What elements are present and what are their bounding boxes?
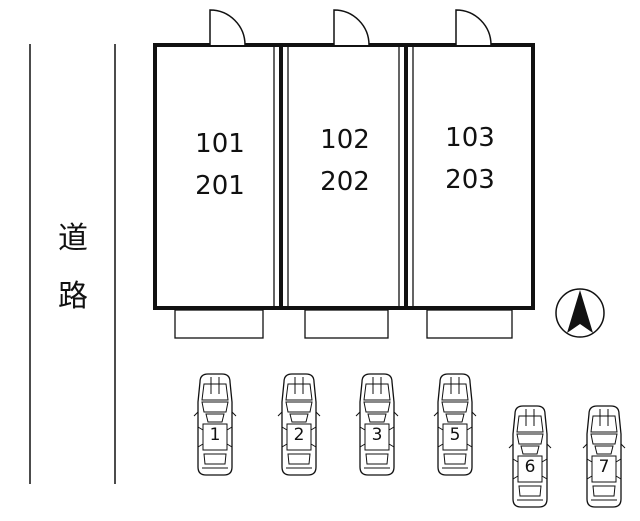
unit-upper-label: 102 (320, 125, 370, 155)
unit-upper-label: 103 (445, 123, 495, 153)
parking-space-2: 2 (277, 373, 321, 476)
unit-lower-label: 203 (445, 165, 495, 195)
parking-number: 5 (450, 425, 461, 445)
unit-lower-label: 202 (320, 167, 370, 197)
balcony (426, 309, 513, 339)
road-label-top: 道 (58, 221, 88, 256)
unit-lower-label: 201 (195, 171, 245, 201)
building (153, 43, 535, 310)
parking-space-3: 3 (355, 373, 399, 476)
parking-number: 1 (210, 425, 221, 445)
door-icon (455, 9, 492, 46)
parking-space-5: 5 (433, 373, 477, 476)
parking-number: 7 (599, 457, 610, 477)
parking-number: 2 (294, 425, 305, 445)
road-label-bottom: 路 (58, 279, 88, 314)
parking-space-7: 7 (582, 405, 626, 508)
door-icon (209, 9, 246, 46)
balcony (304, 309, 389, 339)
door-icon (333, 9, 370, 46)
unit-box-3 (404, 43, 535, 310)
parking-space-1: 1 (193, 373, 237, 476)
parking-space-6: 6 (508, 405, 552, 508)
parking-number: 3 (372, 425, 383, 445)
parking-number: 6 (525, 457, 536, 477)
unit-upper-label: 101 (195, 129, 245, 159)
balcony (174, 309, 264, 339)
compass-icon (555, 288, 605, 338)
